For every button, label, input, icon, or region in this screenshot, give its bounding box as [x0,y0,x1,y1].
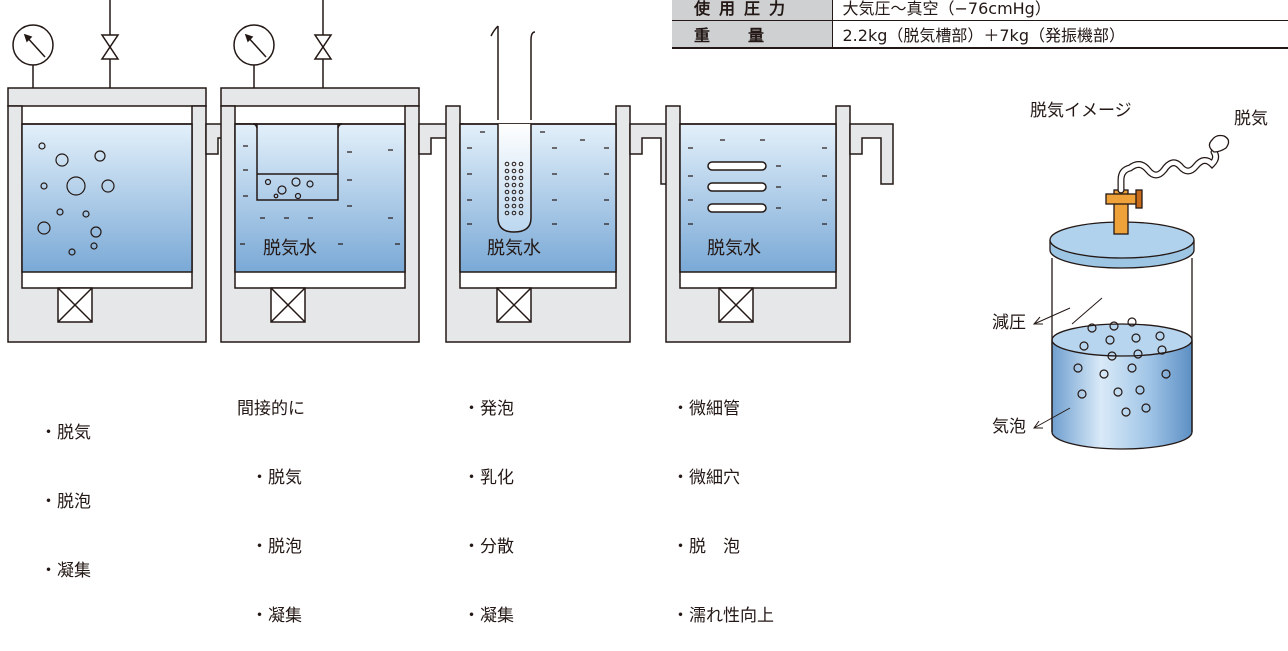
spec-value: 2.2kg（脱気槽部）＋7kg（発振機部） [842,26,1125,45]
degas-outlet-label: 脱気 [1234,109,1268,129]
spec-row-weight: 重量 2.2kg（脱気槽部）＋7kg（発振機部） [672,20,1288,48]
inner-beaker [253,123,342,201]
caption-line: ・脱 泡 [672,537,740,557]
probe-holes [504,161,524,216]
tank-4 [665,105,894,343]
valve-icon [313,34,333,49]
exhaust-puff-icon [1208,134,1230,153]
pressure-label: 減圧 [992,313,1026,333]
tank-4-label: 脱気水 [707,238,761,259]
degas-image [1032,134,1230,450]
caption-line: ・脱気 [251,468,302,488]
bubbles [37,142,115,256]
caption-line: ・凝集 [251,606,302,626]
water [21,123,193,273]
tank-4-caption: ・微細管 ・微細穴 ・脱 泡 ・濡れ性向上 [672,352,774,651]
caption-line: ・微細管 [672,399,740,419]
cylinder-bubbles [1073,317,1171,417]
tank-1-caption: ・脱気 ・脱泡 ・凝集 [40,376,91,606]
caption-line: ・濡れ性向上 [672,606,774,626]
label-arrows [1032,307,1071,429]
caption-line: ・凝集 [40,561,91,581]
fine-tubes [707,161,767,213]
tank-1 [7,0,251,343]
bubble-label: 気泡 [992,417,1026,437]
spec-row-pressure: 使用圧力 大気圧〜真空（−76cmHg） [672,0,1288,21]
water-cylinder [1051,339,1193,450]
caption-line: ・微細穴 [672,468,740,488]
caption-line: ・凝集 [463,606,514,626]
pressure-gauge-icon [233,24,275,66]
caption-line: ・分散 [463,537,514,557]
dashes [240,145,400,245]
caption-line: ・脱泡 [40,492,91,512]
tank-3-caption: ・発泡 ・乳化 ・分散 ・凝集 [463,352,514,651]
caption-line: ・発泡 [463,399,514,419]
tank-3-label: 脱気水 [487,238,541,259]
spec-label: 使用圧力 [672,0,833,21]
probe-cable [497,26,536,120]
ultrasonic-probe [497,124,532,233]
degas-image-title: 脱気イメージ [1030,101,1132,121]
caption-line: 間接的に [237,399,305,419]
tank-2 [220,0,464,343]
pressure-gauge-icon [12,24,54,66]
ultrasonic-degassing-diagram: 脱気水 脱気水 脱気水 [7,0,1230,450]
lid [7,87,207,107]
spec-value: 大気圧〜真空（−76cmHg） [842,0,1051,18]
vacuum-hose [1117,148,1220,194]
tank-3 [445,25,674,343]
spec-table: 使用圧力 大気圧〜真空（−76cmHg） 重量 2.2kg（脱気槽部）＋7kg（… [672,0,1288,49]
tank-2-caption: 間接的に ・脱気 ・脱泡 ・凝集 [237,352,305,651]
caption-line: ・脱泡 [251,537,302,557]
tank-2-label: 脱気水 [263,238,317,259]
caption-line: ・脱気 [40,423,91,443]
caption-line: ・乳化 [463,468,514,488]
spec-label: 重量 [672,20,833,48]
valve-icon [100,34,120,49]
